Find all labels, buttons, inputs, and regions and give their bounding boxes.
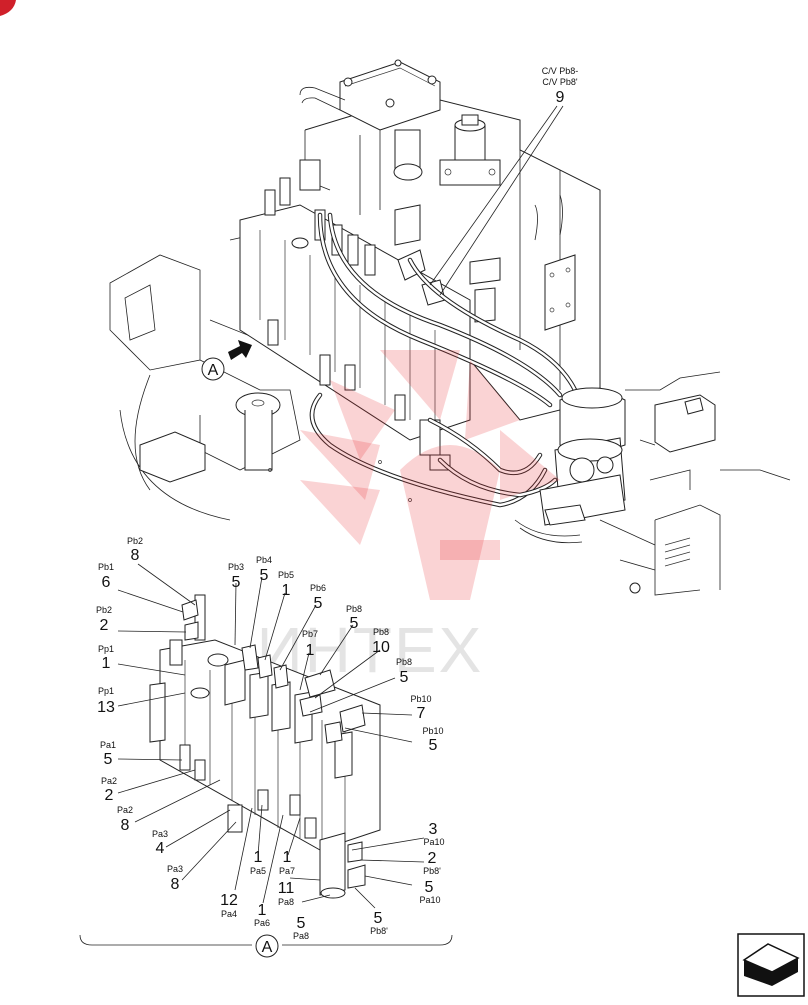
label-port: Pb10 — [410, 694, 431, 704]
label-port: Pa8 — [278, 897, 294, 907]
label-num: 2 — [105, 787, 114, 804]
label-num: 12 — [220, 892, 238, 909]
label-num: 5 — [104, 751, 113, 768]
label-port: Pa3 — [152, 829, 168, 839]
leader-lines — [117, 563, 425, 909]
label-num: 4 — [156, 840, 165, 857]
label-num: 1 — [254, 849, 263, 866]
label-port: Pa8 — [293, 931, 309, 941]
label-port: Pa5 — [250, 866, 266, 876]
label-port: Pa2 — [117, 805, 133, 815]
label-num: 2 — [100, 617, 109, 634]
label-port: Pa10 — [419, 895, 440, 905]
label-port: Pa6 — [254, 918, 270, 928]
label-num: 5 — [232, 574, 241, 591]
watermark-gear-logo — [300, 350, 560, 600]
label-port: Pb10 — [422, 726, 443, 736]
label-port: Pp1 — [98, 644, 114, 654]
label-port: Pb7 — [302, 629, 318, 639]
label-port: Pb1 — [98, 562, 114, 572]
label-num: 5 — [400, 669, 409, 686]
label-port: Pb8' — [370, 926, 388, 936]
label-port: Pp1 — [98, 686, 114, 696]
label-port: Pa4 — [221, 909, 237, 919]
label-port: Pb3 — [228, 562, 244, 572]
corner-badge-icon — [0, 0, 16, 16]
callout-labels: Pb2 8 Pb1 6 Pb2 2 Pp1 1 Pp1 13 Pa1 5 Pa2… — [96, 536, 445, 941]
label-num: 8 — [171, 876, 180, 893]
label-port: Pb6 — [310, 583, 326, 593]
label-port: Pa2 — [101, 776, 117, 786]
label-num: 1 — [282, 582, 291, 599]
label-port: Pa3 — [167, 864, 183, 874]
label-num: 5 — [425, 879, 434, 896]
label-num: 5 — [297, 915, 306, 932]
label-num: 13 — [97, 699, 115, 716]
label-num: 10 — [372, 639, 390, 656]
upper-assembly-drawing: A — [109, 59, 791, 596]
label-num: 6 — [102, 574, 111, 591]
label-port: Pb2 — [127, 536, 143, 546]
label-num: 8 — [131, 547, 140, 564]
label-num: 5 — [260, 567, 269, 584]
label-port: Pa1 — [100, 740, 116, 750]
callout-line2: C/V Pb8' — [542, 77, 578, 87]
label-port: Pa7 — [279, 866, 295, 876]
label-num: 5 — [314, 595, 323, 612]
label-port: Pb4 — [256, 555, 272, 565]
top-callout: C/V Pb8- C/V Pb8' 9 — [429, 66, 579, 296]
detail-view-letter: A — [262, 939, 273, 956]
label-num: 7 — [417, 705, 426, 722]
label-port: Pb8 — [346, 604, 362, 614]
label-num: 1 — [283, 849, 292, 866]
label-port: Pb8 — [373, 627, 389, 637]
label-num: 3 — [429, 821, 438, 838]
label-num: 5 — [374, 910, 383, 927]
detail-view-drawing — [149, 594, 381, 899]
label-num: 11 — [278, 880, 295, 897]
view-marker-letter: A — [208, 362, 219, 379]
callout-number: 9 — [556, 89, 565, 106]
label-port: Pa10 — [423, 837, 444, 847]
label-num: 1 — [306, 642, 315, 659]
label-num: 1 — [258, 902, 267, 919]
label-port: Pb5 — [278, 570, 294, 580]
label-num: 5 — [429, 737, 438, 754]
label-port: Pb2 — [96, 605, 112, 615]
label-num: 5 — [350, 615, 359, 632]
label-port: Pb8' — [423, 866, 441, 876]
detail-view-bracket: A — [79, 934, 453, 958]
label-num: 8 — [121, 817, 130, 834]
label-num: 2 — [428, 850, 437, 867]
callout-line1: C/V Pb8- — [542, 66, 579, 76]
label-num: 1 — [102, 655, 111, 672]
next-page-arrow-icon[interactable] — [737, 933, 805, 997]
label-port: Pb8 — [396, 657, 412, 667]
